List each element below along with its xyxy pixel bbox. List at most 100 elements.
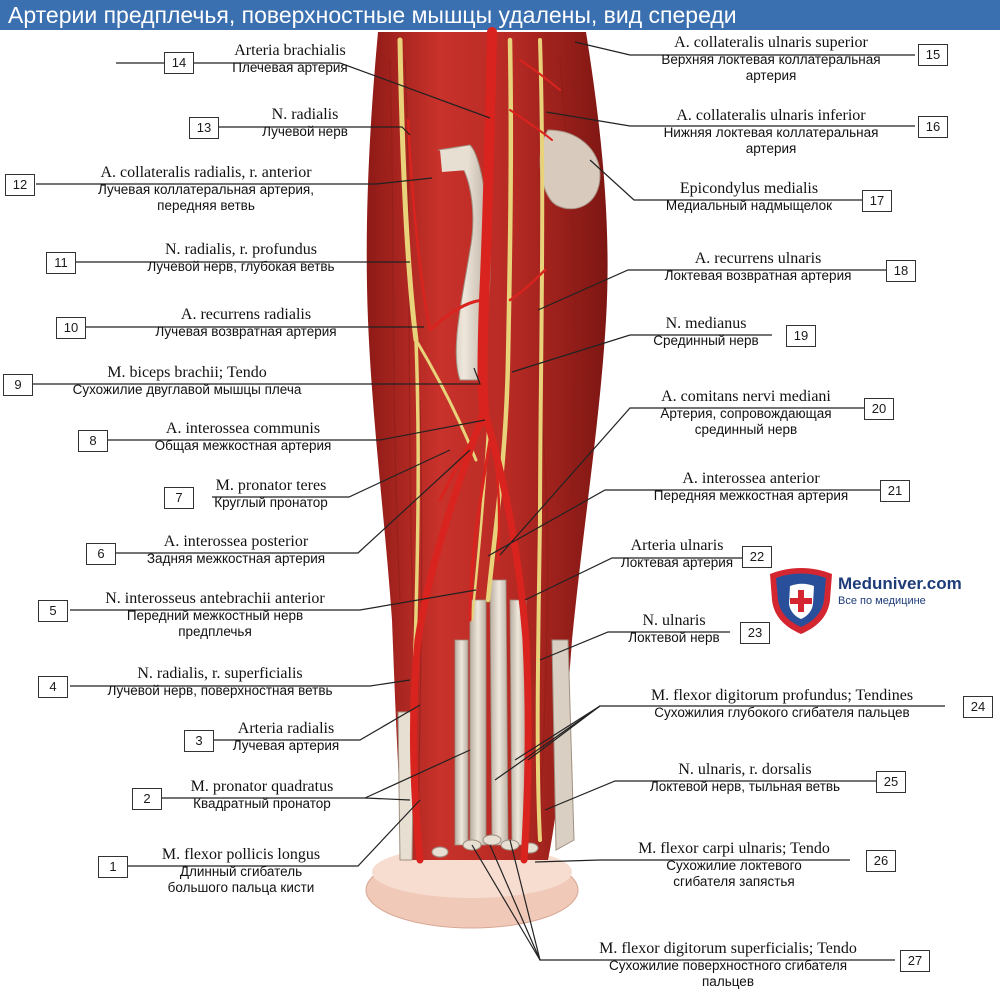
- label-15: A. collateralis ulnaris superior Верхняя…: [626, 34, 916, 84]
- label-16-russian-2: артерия: [745, 141, 797, 156]
- label-2-number: 2: [132, 788, 162, 810]
- label-18-number: 18: [886, 260, 916, 282]
- label-8: A. interossea communis Общая межкостная …: [108, 420, 378, 454]
- label-21: A. interossea anterior Передняя межкостн…: [624, 470, 878, 504]
- label-10-latin: A. recurrens radialis: [180, 306, 312, 323]
- label-5-number: 5: [38, 600, 68, 622]
- label-14-number: 14: [164, 52, 194, 74]
- label-3-latin: Arteria radialis: [237, 720, 335, 737]
- label-16-russian-1: Нижняя локтевая коллатеральная: [663, 125, 879, 140]
- label-12: A. collateralis radialis, r. anterior Лу…: [36, 164, 376, 214]
- brand-logo[interactable]: Meduniver.com Все по медицине: [838, 574, 962, 608]
- label-11-number: 11: [46, 252, 76, 274]
- brand-tagline: Все по медицине: [838, 595, 926, 607]
- label-1-russian-2: большого пальца кисти: [167, 880, 315, 895]
- label-16: A. collateralis ulnaris inferior Нижняя …: [626, 107, 916, 157]
- label-5-latin: N. interosseus antebrachii anterior: [105, 590, 325, 607]
- label-6-number: 6: [86, 543, 116, 565]
- label-24: M. flexor digitorum profundus; Tendines …: [604, 687, 960, 721]
- label-2-russian: Квадратный пронатор: [193, 796, 331, 811]
- label-13: N. radialis Лучевой нерв: [210, 106, 400, 140]
- label-4: N. radialis, r. superficialis Лучевой не…: [70, 665, 370, 699]
- label-20-russian-1: Артерия, сопровождающая: [660, 406, 832, 421]
- label-23-russian: Локтевой нерв: [628, 630, 720, 645]
- label-18-russian: Локтевая возвратная артерия: [664, 268, 852, 283]
- meduniver-logo-shield: [770, 568, 832, 634]
- label-12-russian-2: передняя ветвь: [157, 198, 255, 213]
- label-21-russian: Передняя межкостная артерия: [653, 488, 849, 503]
- label-8-latin: A. interossea communis: [165, 420, 321, 437]
- label-16-number: 16: [918, 116, 948, 138]
- label-22-latin: Arteria ulnaris: [630, 537, 724, 554]
- label-17: Epicondylus medialis Медиальный надмыщел…: [636, 180, 862, 214]
- label-14-russian: Плечевая артерия: [232, 60, 348, 75]
- label-9-russian: Сухожилие двуглавой мышцы плеча: [72, 382, 302, 397]
- label-26-russian-2: сгибателя запястья: [673, 874, 795, 889]
- label-1: M. flexor pollicis longus Длинный сгибат…: [126, 846, 356, 896]
- label-1-russian-1: Длинный сгибатель: [179, 864, 303, 879]
- label-20-number: 20: [864, 398, 894, 420]
- label-19: N. medianus Срединный нерв: [630, 315, 782, 349]
- label-10-russian: Лучевая возвратная артерия: [155, 324, 337, 339]
- label-5: N. interosseus antebrachii anterior Пере…: [70, 590, 360, 640]
- label-9: M. biceps brachii; Tendo Сухожилие двугл…: [32, 364, 342, 398]
- label-18: A. recurrens ulnaris Локтевая возвратная…: [632, 250, 884, 284]
- label-27-russian-2: пальцев: [702, 974, 754, 989]
- label-22-number: 22: [742, 546, 772, 568]
- label-7: M. pronator teres Круглый пронатор: [196, 477, 346, 511]
- label-4-latin: N. radialis, r. superficialis: [137, 665, 303, 682]
- label-25: N. ulnaris, r. dorsalis Локтевой нерв, т…: [616, 761, 874, 795]
- label-14: Arteria brachialis Плечевая артерия: [190, 42, 390, 76]
- label-21-latin: A. interossea anterior: [682, 470, 820, 487]
- label-19-russian: Срединный нерв: [653, 333, 759, 348]
- label-22: Arteria ulnaris Локтевая артерия: [614, 537, 740, 571]
- label-11-latin: N. radialis, r. profundus: [165, 241, 317, 258]
- label-12-russian-1: Лучевая коллатеральная артерия,: [98, 182, 314, 197]
- tendon-stumps: [431, 834, 539, 858]
- label-9-number: 9: [3, 374, 33, 396]
- label-13-russian: Лучевой нерв: [262, 124, 348, 139]
- label-6: A. interossea posterior Задняя межкостна…: [116, 533, 356, 567]
- label-7-russian: Круглый пронатор: [214, 495, 328, 510]
- fcu-tendon: [551, 639, 575, 851]
- label-17-latin: Epicondylus medialis: [679, 180, 819, 197]
- label-9-latin: M. biceps brachii; Tendo: [107, 364, 267, 381]
- label-6-latin: A. interossea posterior: [163, 533, 309, 550]
- label-18-latin: A. recurrens ulnaris: [694, 250, 822, 267]
- label-25-russian: Локтевой нерв, тыльная ветвь: [649, 779, 841, 794]
- label-3: Arteria radialis Лучевая артерия: [212, 720, 360, 754]
- label-23-number: 23: [740, 622, 770, 644]
- label-4-number: 4: [38, 676, 68, 698]
- label-27-latin: M. flexor digitorum superficialis; Tendo: [599, 940, 857, 957]
- label-20-latin: A. comitans nervi mediani: [661, 388, 831, 405]
- label-27: M. flexor digitorum superficialis; Tendo…: [560, 940, 896, 990]
- label-15-number: 15: [918, 44, 948, 66]
- label-7-number: 7: [164, 487, 194, 509]
- label-1-latin: M. flexor pollicis longus: [161, 846, 321, 863]
- label-1-number: 1: [98, 856, 128, 878]
- label-23-latin: N. ulnaris: [642, 612, 706, 629]
- label-26-latin: M. flexor carpi ulnaris; Tendo: [638, 840, 830, 857]
- label-27-number: 27: [900, 950, 930, 972]
- label-13-number: 13: [189, 117, 219, 139]
- label-15-russian-1: Верхняя локтевая коллатеральная: [661, 52, 881, 67]
- label-12-number: 12: [5, 174, 35, 196]
- label-15-latin: A. collateralis ulnaris superior: [674, 34, 868, 51]
- label-5-russian-2: предплечья: [178, 624, 252, 639]
- arteries: [406, 27, 561, 864]
- label-20: A. comitans nervi mediani Артерия, сопро…: [630, 388, 862, 438]
- label-26-number: 26: [866, 850, 896, 872]
- label-4-russian: Лучевой нерв, поверхностная ветвь: [107, 683, 333, 698]
- label-24-number: 24: [963, 696, 993, 718]
- label-14-latin: Arteria brachialis: [234, 42, 346, 59]
- label-8-russian: Общая межкостная артерия: [154, 438, 332, 453]
- label-20-russian-2: срединный нерв: [694, 422, 798, 437]
- label-17-number: 17: [862, 190, 892, 212]
- label-5-russian-1: Передний межкостный нерв: [126, 608, 304, 623]
- brand-name: Meduniver.com: [838, 574, 962, 593]
- label-2-latin: M. pronator quadratus: [190, 778, 334, 795]
- label-26-russian-1: Сухожилие локтевого: [666, 858, 802, 873]
- title-bar: Артерии предплечья, поверхностные мышцы …: [0, 0, 1000, 30]
- label-13-latin: N. radialis: [271, 106, 339, 123]
